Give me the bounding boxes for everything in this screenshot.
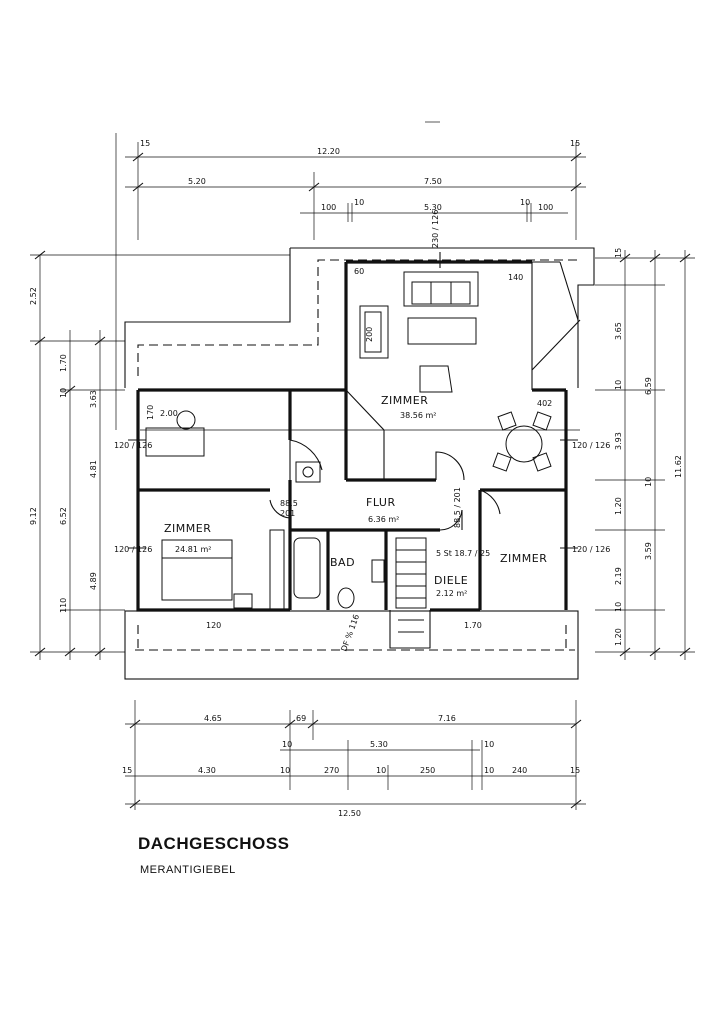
dim-bottom-10b: 10 <box>484 740 494 749</box>
dim-left-489: 4.89 <box>89 572 98 590</box>
dim-bottom-716: 7.16 <box>438 714 456 723</box>
label-120: 120 <box>206 621 221 630</box>
dim-bottom-15b: 15 <box>570 766 580 775</box>
label-stair: 5 St 18.7 / 25 <box>436 549 490 558</box>
dim-bottom-240: 240 <box>512 766 527 775</box>
dim-right-10b: 10 <box>644 477 653 487</box>
dim-right-659: 6.59 <box>644 377 653 395</box>
bathtub <box>293 537 321 599</box>
annotations: 230 / 126 60 140 200 402 120 / 126 120 /… <box>114 210 610 653</box>
dim-bottom-total: 12.50 <box>338 809 361 818</box>
dim-left-652: 6.52 <box>59 507 68 525</box>
dim-right-120: 1.20 <box>614 497 623 515</box>
room-diele-area: 2.12 m² <box>436 589 467 598</box>
sofa-left <box>359 305 389 359</box>
sink-unit <box>295 461 321 483</box>
label-door-diele: 88.5 / 201 <box>453 487 462 528</box>
dim-right-365: 3.65 <box>614 322 623 340</box>
label-win-right-bot: 120 / 126 <box>572 545 610 554</box>
label-door-201: 201 <box>280 509 295 518</box>
bed <box>161 539 233 601</box>
label-170b: 1.70 <box>464 621 482 630</box>
dim-bottom-530: 5.30 <box>370 740 388 749</box>
dim-bottom-430: 4.30 <box>198 766 216 775</box>
dim-right-219: 2.19 <box>614 567 623 585</box>
dim-bottom-15a: 15 <box>122 766 132 775</box>
dim-left-10: 10 <box>59 388 68 398</box>
label-140: 140 <box>508 273 523 282</box>
room-living-area: 38.56 m² <box>400 411 436 420</box>
staircase <box>395 537 427 609</box>
bottom-dimension-chain: 4.65 69 7.16 10 5.30 10 15 4.30 10 270 1… <box>122 700 586 818</box>
dim-left-252: 2.52 <box>29 287 38 305</box>
dim-bottom-10d: 10 <box>376 766 386 775</box>
dim-top-100a: 100 <box>321 203 336 212</box>
room-living-name: ZIMMER <box>381 394 428 407</box>
doors <box>269 439 501 531</box>
dim-right-393: 3.93 <box>614 432 623 450</box>
dim-top-15a: 15 <box>140 139 150 148</box>
room-labels: ZIMMER 38.56 m² ZIMMER 24.81 m² ZIMMER F… <box>164 394 547 598</box>
furniture <box>145 271 552 649</box>
label-roof-window: DF % 116 <box>339 613 361 652</box>
label-win-left-bot: 120 / 126 <box>114 545 152 554</box>
dim-right-120b: 1.20 <box>614 628 623 646</box>
dim-bottom-69: 69 <box>296 714 306 723</box>
room-hall-area: 6.36 m² <box>368 515 399 524</box>
dim-bottom-10e: 10 <box>484 766 494 775</box>
dim-top-right: 7.50 <box>424 177 442 186</box>
toilet <box>337 587 355 609</box>
dim-top-left: 5.20 <box>188 177 206 186</box>
plan-subtitle: MERANTIGIEBEL <box>140 864 236 876</box>
dim-bottom-465: 4.65 <box>204 714 222 723</box>
right-dimension-chains: 15 3.65 6.59 10 3.93 10 1.20 11.62 2.19 … <box>595 248 695 660</box>
coffee-table <box>407 317 477 345</box>
dim-left-110: 110 <box>59 598 68 613</box>
dim-right-1162: 11.62 <box>674 455 683 478</box>
label-window-top: 230 / 126 <box>431 210 440 248</box>
dim-right-359: 3.59 <box>644 542 653 560</box>
desk <box>145 427 205 457</box>
room-left-area: 24.81 m² <box>175 545 211 554</box>
armchair <box>419 365 453 393</box>
label-200b: 2.00 <box>160 409 178 418</box>
label-170: 170 <box>146 405 155 420</box>
walls <box>136 260 568 612</box>
dim-bottom-270: 270 <box>324 766 339 775</box>
label-200: 200 <box>365 327 374 342</box>
dim-top-10b: 10 <box>520 198 530 207</box>
dim-left-912: 9.12 <box>29 507 38 525</box>
windows <box>128 252 578 549</box>
room-bath-name: BAD <box>330 556 355 569</box>
dim-left-170: 1.70 <box>59 354 68 372</box>
dim-right-15: 15 <box>614 248 623 258</box>
room-diele-name: DIELE <box>434 574 468 587</box>
dim-left-363: 3.63 <box>89 390 98 408</box>
dim-bottom-250: 250 <box>420 766 435 775</box>
plan-title: DACHGESCHOSS <box>138 834 290 853</box>
dim-top-100b: 100 <box>538 203 553 212</box>
dim-right-10c: 10 <box>614 602 623 612</box>
dim-top-total: 12.20 <box>317 147 340 156</box>
room-left-name: ZIMMER <box>164 522 211 535</box>
label-door-885: 88.5 <box>280 499 298 508</box>
room-right-name: ZIMMER <box>500 552 547 565</box>
label-win-right-top: 120 / 126 <box>572 441 610 450</box>
top-dimension-chain: 12.20 5.20 7.50 100 10 5.30 10 100 15 15 <box>115 133 586 430</box>
label-win-left-top: 120 / 126 <box>114 441 152 450</box>
dim-top-10a: 10 <box>354 198 364 207</box>
dim-bottom-10c: 10 <box>280 766 290 775</box>
dim-top-530: 5.30 <box>424 203 442 212</box>
dim-right-10a: 10 <box>614 380 623 390</box>
left-dimension-chains: 2.52 1.70 10 3.63 4.81 9.12 6.52 4.89 11… <box>29 250 290 660</box>
room-hall-name: FLUR <box>366 496 396 509</box>
label-60: 60 <box>354 267 364 276</box>
dim-bottom-10a: 10 <box>282 740 292 749</box>
label-402: 402 <box>537 399 552 408</box>
sofa <box>403 271 479 307</box>
dim-left-481: 4.81 <box>89 460 98 478</box>
dining-table <box>505 425 543 463</box>
dim-top-15b: 15 <box>570 139 580 148</box>
